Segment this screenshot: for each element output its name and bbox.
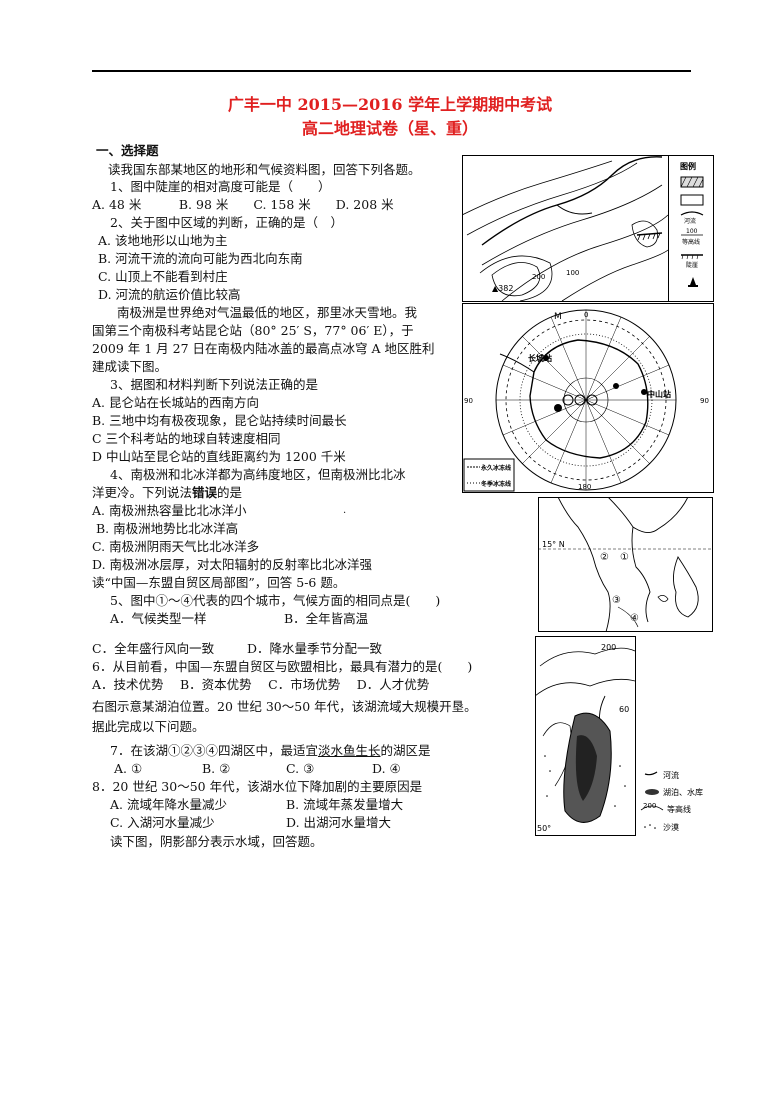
svg-text:100: 100	[566, 269, 579, 277]
q7-option-b: B. ②	[202, 761, 231, 776]
q8-option-c: C. 入湖河水量减少	[110, 815, 215, 830]
svg-text:200: 200	[601, 643, 616, 652]
asean-map-figure: 15° N ② ① ③ ④	[538, 497, 713, 632]
q2-option-b: B. 河流干流的流向可能为西北向东南	[98, 251, 303, 266]
q1-stem: 1、图中陡崖的相对高度可能是（ ）	[110, 179, 331, 194]
q1-options: A. 48 米 B. 98 米 C. 158 米 D. 208 米	[92, 197, 394, 212]
svg-text:沙漠: 沙漠	[663, 822, 679, 832]
q2-option-c: C. 山顶上不能看到村庄	[98, 269, 228, 284]
svg-text:等高线: 等高线	[682, 238, 700, 246]
section-heading: 一、选择题	[96, 143, 159, 158]
intro-antarctica-1: 南极洲是世界绝对气温最低的地区，那里冰天雪地。我	[92, 305, 418, 320]
q6-stem: 6．从目前看，中国—东盟自贸区与欧盟相比，最具有潜力的是( )	[92, 659, 473, 674]
q7-stem: 7．在该湖①②③④四湖区中，最适宜淡水鱼生长的湖区是	[110, 743, 431, 758]
q3-option-a: A. 昆仑站在长城站的西南方向	[92, 395, 259, 410]
q4-option-c: C. 南极洲阴雨天气比北冰洋多	[92, 539, 260, 554]
antarctica-map-figure: M 0 180 90 90 长城站 中山站 永久冰冻线 冬季冰冻线	[462, 303, 714, 493]
q2-option-a: A. 该地地形以山地为主	[98, 233, 228, 248]
q4-option-b: B. 南极洲地势比北冰洋高	[96, 521, 239, 536]
svg-text:200: 200	[532, 273, 545, 281]
svg-text:④: ④	[630, 613, 639, 624]
q4-option-d: D. 南极洲冰层厚，对太阳辐射的反射率比北冰洋强	[92, 557, 373, 572]
svg-text:永久冰冻线: 永久冰冻线	[480, 464, 511, 472]
q7-emphasis: 淡水鱼生长	[317, 743, 381, 758]
intro-terrain: 读我国东部某地区的地形和气候资料图，回答下列各题。	[108, 162, 421, 177]
svg-text:①: ①	[620, 552, 629, 563]
intro-lake-2: 据此完成以下问题。	[92, 719, 205, 734]
q8-stem: 8．20 世纪 30～50 年代，该湖水位下降加剧的主要原因是	[92, 779, 423, 794]
q4-keyword: 错误	[192, 485, 218, 500]
svg-text:50°: 50°	[537, 824, 551, 833]
q2-stem: 2、关于图中区域的判断，正确的是（ ）	[110, 215, 343, 230]
svg-text:180: 180	[578, 483, 591, 491]
stray-dot: .	[343, 505, 347, 516]
svg-text:100: 100	[686, 228, 698, 235]
legend-title: 图例	[680, 161, 696, 171]
q7-option-d: D. ④	[372, 761, 401, 776]
q5-option-a: A．气候类型一样	[110, 611, 207, 626]
intro-water: 读下图，阴影部分表示水域，回答题。	[110, 834, 323, 849]
q8-option-a: A. 流域年降水量减少	[110, 797, 227, 812]
q7-option-c: C. ③	[286, 761, 315, 776]
intro-antarctica-3: 2009 年 1 月 27 日在南极内陆冰盖的最高点冰穹 A 地区胜利	[92, 341, 435, 356]
contour-map-figure: ▲382 200 100 图例 河流 100 等高线 陡崖	[462, 155, 714, 302]
peak-label: ▲382	[492, 284, 513, 293]
q2-option-d: D. 河流的航运价值比较高	[98, 287, 241, 302]
q6-options: A．技术优势 B．资本优势 C．市场优势 D．人才优势	[92, 677, 430, 692]
svg-text:陡崖: 陡崖	[686, 261, 698, 269]
intro-antarctica-4: 建成读下图。	[92, 359, 168, 374]
svg-text:90: 90	[700, 397, 709, 405]
svg-text:200: 200	[643, 802, 656, 810]
q8-option-d: D. 出湖河水量增大	[286, 815, 392, 830]
intro-antarctica-2: 国第三个南极科考站昆仑站（80° 25′ S，77° 06′ E），于	[92, 323, 414, 338]
q7-option-a: A. ①	[114, 761, 143, 776]
svg-text:冬季冰冻线: 冬季冰冻线	[481, 480, 511, 488]
label-changcheng: 长城站	[528, 353, 552, 363]
q3-option-d: D 中山站至昆仑站的直线距离约为 1200 千米	[92, 449, 346, 464]
q5-option-d: D．降水量季节分配一致	[247, 641, 383, 656]
q4-stem-1: 4、南极洲和北冰洋都为高纬度地区，但南极洲比北冰	[110, 467, 406, 482]
q4-stem-2: 洋更冷。下列说法错误的是	[92, 485, 243, 500]
q5-stem: 5、图中①～④代表的四个城市，气候方面的相同点是( )	[110, 593, 441, 608]
q5-option-b: B．全年皆高温	[284, 611, 369, 626]
svg-text:60: 60	[619, 705, 629, 714]
meridian-m: M	[554, 312, 562, 322]
q4-option-a: A. 南极洲热容量比北冰洋小	[92, 503, 247, 518]
intro-lake-1: 右图示意某湖泊位置。20 世纪 30～50 年代，该湖流域大规模开垦。	[92, 699, 477, 714]
svg-text:河流: 河流	[684, 217, 696, 225]
header-rule	[92, 70, 691, 72]
q8-option-b: B. 流域年蒸发量增大	[286, 797, 404, 812]
svg-text:湖泊、水库: 湖泊、水库	[663, 787, 703, 797]
exam-subtitle: 高二地理试卷（星、重）	[301, 119, 478, 138]
q3-option-b: B. 三地中均有极夜现象，昆仑站持续时间最长	[92, 413, 347, 428]
label-zhongshan: 中山站	[647, 389, 671, 399]
intro-asean: 读“中国—东盟自贸区局部图”，回答 5-6 题。	[92, 575, 346, 590]
exam-title: 广丰一中 2015—2016 学年上学期期中考试	[227, 95, 553, 114]
q3-stem: 3、据图和材料判断下列说法正确的是	[110, 377, 318, 392]
svg-text:②: ②	[600, 552, 609, 563]
lake-map-figure: 200 60 50° 河流 湖泊、水库 200 等高线 沙漠	[535, 636, 725, 836]
svg-text:③: ③	[612, 595, 621, 606]
q5-option-c: C．全年盛行风向一致	[92, 641, 215, 656]
svg-text:0: 0	[584, 311, 588, 319]
svg-text:等高线: 等高线	[667, 804, 691, 814]
latitude-label: 15° N	[542, 540, 565, 549]
svg-text:90: 90	[464, 397, 473, 405]
q3-option-c: C 三个科考站的地球自转速度相同	[92, 431, 281, 446]
svg-text:河流: 河流	[663, 770, 679, 780]
